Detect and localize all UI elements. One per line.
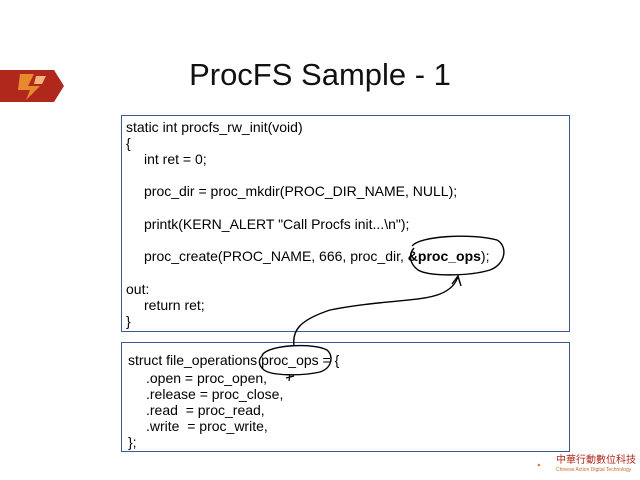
code-line: struct file_operations proc_ops = {	[128, 352, 340, 368]
code-line: return ret;	[144, 297, 205, 313]
code-text: );	[480, 248, 490, 264]
code-line: .release = proc_close,	[146, 386, 284, 402]
code-line: }	[126, 313, 131, 329]
code-block-procfs-init: static int procfs_rw_init(void) { int re…	[121, 115, 570, 332]
company-name-english: Chinese Action Digital Technology	[556, 467, 632, 473]
company-name: 中華行動數位科技	[556, 455, 636, 466]
code-text: proc_create(PROC_NAME, 666, proc_dir,	[144, 248, 404, 264]
company-logo-icon	[537, 463, 541, 467]
code-line: {	[126, 135, 131, 151]
code-line: printk(KERN_ALERT "Call Procfs init...\n…	[144, 216, 410, 232]
code-line: int ret = 0;	[144, 151, 207, 167]
code-line: .open = proc_open,	[146, 370, 268, 386]
code-line: proc_dir = proc_mkdir(PROC_DIR_NAME, NUL…	[144, 183, 458, 199]
code-line-proc-create: proc_create(PROC_NAME, 666, proc_dir, &p…	[126, 248, 489, 264]
code-line: static int procfs_rw_init(void)	[126, 119, 303, 135]
code-line: };	[128, 434, 137, 450]
code-line: .write = proc_write,	[146, 418, 268, 434]
slide-title: ProcFS Sample - 1	[189, 57, 451, 92]
proc-ops-reference: &proc_ops	[407, 248, 481, 264]
code-block-file-operations: struct file_operations proc_ops = { .ope…	[121, 342, 570, 452]
code-line: .read = proc_read,	[146, 402, 265, 418]
code-line: out:	[126, 281, 150, 297]
brand-logo-icon	[0, 70, 64, 102]
